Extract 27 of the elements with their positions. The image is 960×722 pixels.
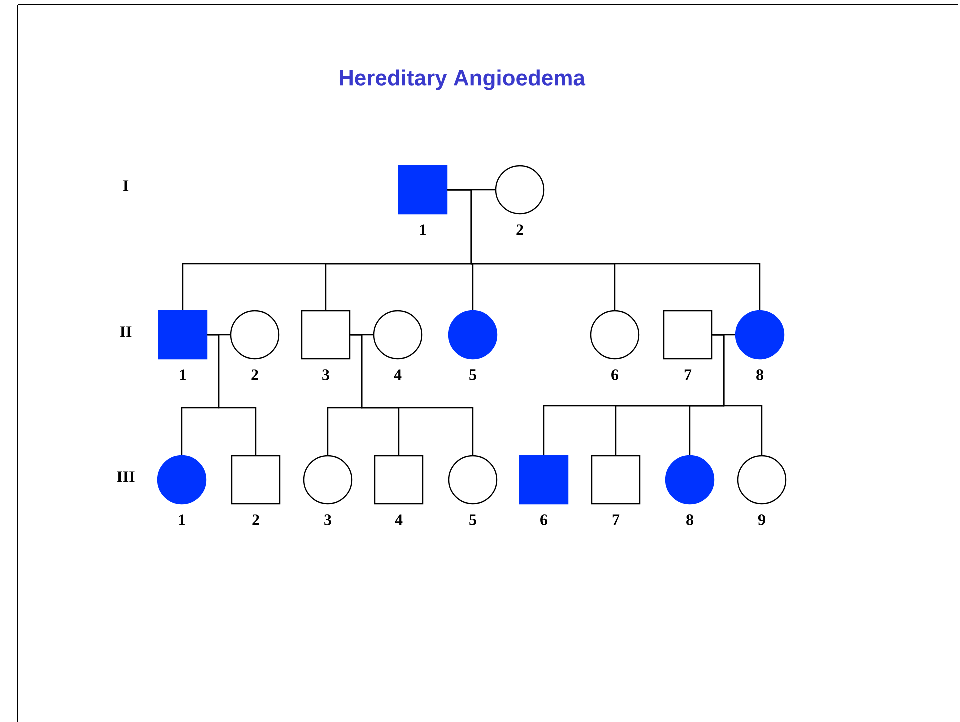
descent-line: [448, 189, 761, 310]
individual-number: 1: [180, 370, 186, 380]
individual-number: 9: [758, 514, 766, 526]
individual-number: 4: [395, 514, 403, 526]
individual-number: 5: [470, 370, 476, 380]
descent-line: [350, 334, 474, 456]
individual-number: 3: [322, 370, 330, 380]
generation-label: II: [120, 326, 132, 338]
descent-line: [208, 334, 257, 456]
individual-number: 3: [324, 514, 332, 526]
descent-line: [712, 334, 763, 456]
individual-number: 6: [540, 514, 548, 526]
individual-number: 2: [252, 370, 258, 380]
individual-number: 7: [612, 514, 620, 526]
generation-label: I: [123, 180, 129, 192]
individual-number: 1: [420, 224, 426, 236]
individual-number: 2: [516, 224, 524, 236]
individual-number: 8: [686, 514, 694, 526]
individual-number: 8: [756, 370, 764, 380]
individual-number: 6: [612, 370, 619, 380]
individual-number: 2: [252, 514, 260, 526]
individual-number: 7: [684, 370, 692, 380]
generation-label: III: [117, 472, 135, 482]
individual-number: 5: [470, 514, 476, 526]
title: Hereditary Angioedema: [340, 70, 586, 90]
individual-number: 1: [179, 514, 186, 526]
individual-number: 4: [394, 370, 402, 380]
